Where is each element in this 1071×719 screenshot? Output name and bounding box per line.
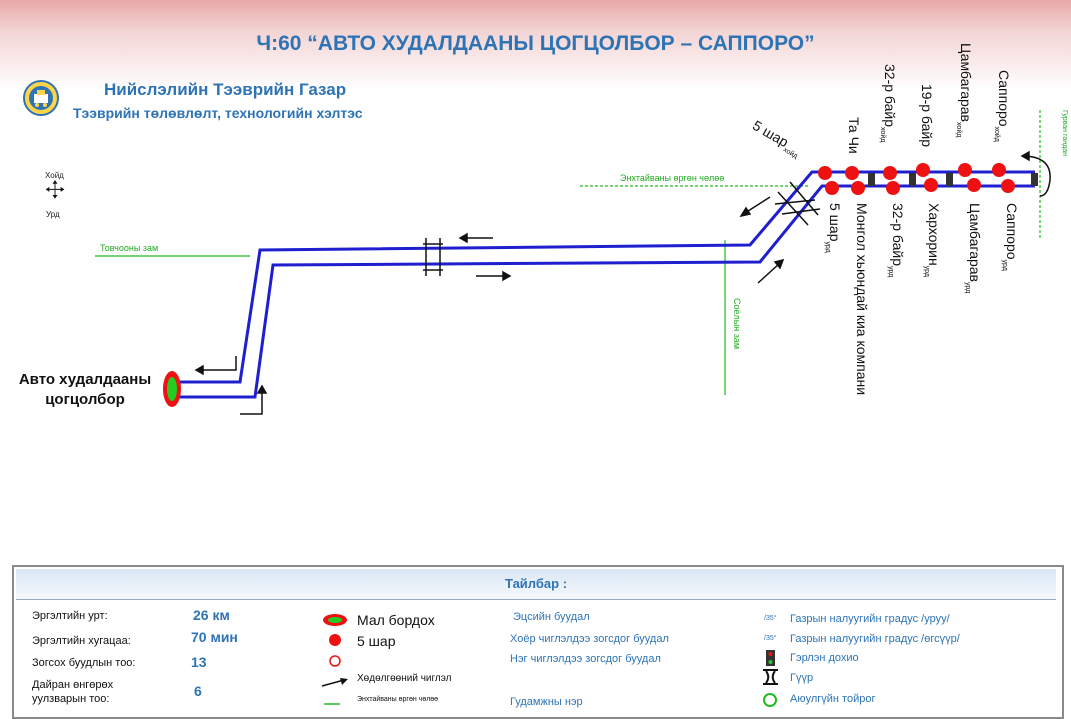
stops-top bbox=[818, 163, 1006, 180]
legend-one-dir-label: Нэг чиглэлдээ зогсдог буудал bbox=[510, 653, 661, 665]
header-band bbox=[0, 0, 1071, 90]
legend-street-name-label: Гудамжны нэр bbox=[510, 696, 583, 708]
traffic-light-icon bbox=[946, 173, 953, 186]
street-label-enkhtaivan: Энхтайваны өргөн чөлөө bbox=[620, 173, 725, 183]
stop-32-south bbox=[886, 181, 900, 195]
stop-label-tsambagarav-south: Цамбагаравурд bbox=[964, 203, 983, 294]
stop-label-mongol-hyundai: Монгол хьюндай киа компани bbox=[854, 203, 870, 396]
stat-length-value: 26 км bbox=[193, 607, 230, 623]
terminal-label-line1: Авто худалдааны bbox=[18, 371, 152, 388]
traffic-light-icon bbox=[868, 173, 875, 186]
stop-19 bbox=[916, 163, 930, 177]
page-title: Ч:60 “АВТО ХУДАЛДААНЫ ЦОГЦОЛБОР – САППОР… bbox=[256, 32, 815, 55]
legend-depot-label: Мал бордох bbox=[357, 612, 435, 628]
legend-bridge-label: Гүүр bbox=[790, 672, 814, 684]
terminal-marker bbox=[163, 371, 181, 407]
stop-32-north bbox=[883, 166, 897, 180]
ntg-logo-icon bbox=[23, 80, 59, 116]
direction-arrows bbox=[194, 150, 1051, 415]
terminal-label: Авто худалдааны цогцолбор bbox=[12, 370, 158, 410]
stop-5shar-south bbox=[825, 181, 839, 195]
stop-label-5shar-south: 5 шарурд bbox=[824, 203, 843, 253]
compass-north-label: Хойд bbox=[45, 171, 64, 180]
stop-mongol-hyundai bbox=[851, 181, 865, 195]
stop-label-32-south: 32-р байрурд bbox=[887, 203, 906, 278]
direction-arrow-icon bbox=[321, 679, 345, 687]
stop-label-kharkhorin: Хархоринурд bbox=[923, 203, 942, 277]
legend-endpoint-label: Эцсийн буудал bbox=[513, 611, 590, 623]
stop-sapporo-north bbox=[992, 163, 1006, 177]
stat-junctions-value: 6 bbox=[194, 683, 202, 699]
stop-symbol-icon bbox=[329, 634, 341, 646]
stop-label-tachi: Та Чи bbox=[846, 117, 862, 154]
legend-both-dir-label: Хоёр чиглэлдээ зогсдог буудал bbox=[510, 633, 669, 645]
stop-label-tsambagarav-north: Цамбагаравхойд bbox=[955, 43, 974, 138]
traffic-light-icon bbox=[766, 650, 775, 666]
street-label-tovchoo: Товчооны зам bbox=[100, 243, 159, 253]
org-department: Тээврийн төлөвлөлт, технологийн хэлтэс bbox=[73, 105, 363, 121]
compass-icon bbox=[45, 180, 65, 199]
stop-kharkhorin bbox=[924, 178, 938, 192]
legend-symbols-col1 bbox=[321, 614, 348, 705]
street-label-soyolyn: Соёлын зам bbox=[732, 298, 742, 350]
compass-south-label: Урд bbox=[46, 210, 60, 219]
legend-street-line-label: Энхтайваны өргөн чөлөө bbox=[357, 696, 439, 703]
terminal-label-line2: цогцолбор bbox=[45, 391, 125, 408]
traffic-light-icon bbox=[1031, 173, 1038, 186]
stop-label-32-north: 32-р байрхойд bbox=[879, 64, 898, 143]
bridge-icon bbox=[763, 669, 778, 685]
stop-tsambagarav-north bbox=[958, 163, 972, 177]
traffic-lights bbox=[868, 173, 1038, 186]
stop-label-19: 19-р байр bbox=[919, 84, 935, 147]
stat-length-label: Эргэлтийн урт: bbox=[32, 610, 108, 622]
stat-stops-value: 13 bbox=[191, 654, 207, 670]
stop-5shar-north bbox=[818, 166, 832, 180]
legend-5shar-label: 5 шар bbox=[357, 633, 396, 649]
org-name: Нийслэлийн Тээврийн Газар bbox=[104, 80, 347, 99]
stat-junctions-label: Дайран өнгөрөх уулзварын тоо: bbox=[32, 679, 114, 705]
street-label-gurav: Гурван гандан bbox=[1061, 110, 1068, 156]
stop-tachi bbox=[845, 166, 859, 180]
stops-bottom bbox=[825, 178, 1015, 195]
legend-title: Тайлбар : bbox=[16, 569, 1056, 600]
stat-stops-label: Зогсох буудлын тоо: bbox=[32, 657, 136, 669]
route-map bbox=[95, 110, 1051, 415]
legend-direction-label: Хөдөлгөөний чиглэл bbox=[357, 673, 452, 684]
stop-label-sapporo-south: Саппороурд bbox=[1001, 203, 1020, 271]
stat-time-label: Эргэлтийн хугацаа: bbox=[32, 635, 131, 647]
stop-label-sapporo-north: Саппорохойд bbox=[993, 70, 1012, 142]
bridges bbox=[423, 181, 821, 276]
legend-slope-up-label: Газрын налуугийн градус /уруу/ bbox=[790, 613, 950, 625]
legend-traffic-light-label: Гэрлэн дохио bbox=[790, 652, 859, 664]
street-lines bbox=[95, 110, 1041, 395]
legend-degree2: /35° bbox=[764, 635, 777, 642]
traffic-light-icon bbox=[909, 173, 916, 186]
stat-time-value: 70 мин bbox=[191, 629, 238, 645]
roundabout-icon bbox=[763, 693, 777, 707]
stop-sapporo-south bbox=[1001, 179, 1015, 193]
legend-symbols-col3 bbox=[763, 650, 778, 707]
stop-tsambagarav-south bbox=[967, 178, 981, 192]
legend-roundabout-label: Аюулгүйн тойрог bbox=[790, 693, 876, 705]
legend-degree1: /35° bbox=[764, 615, 777, 622]
one-dir-stop-icon bbox=[329, 655, 341, 667]
legend-slope-down-label: Газрын налуугийн градус /өгсүүр/ bbox=[790, 633, 960, 645]
